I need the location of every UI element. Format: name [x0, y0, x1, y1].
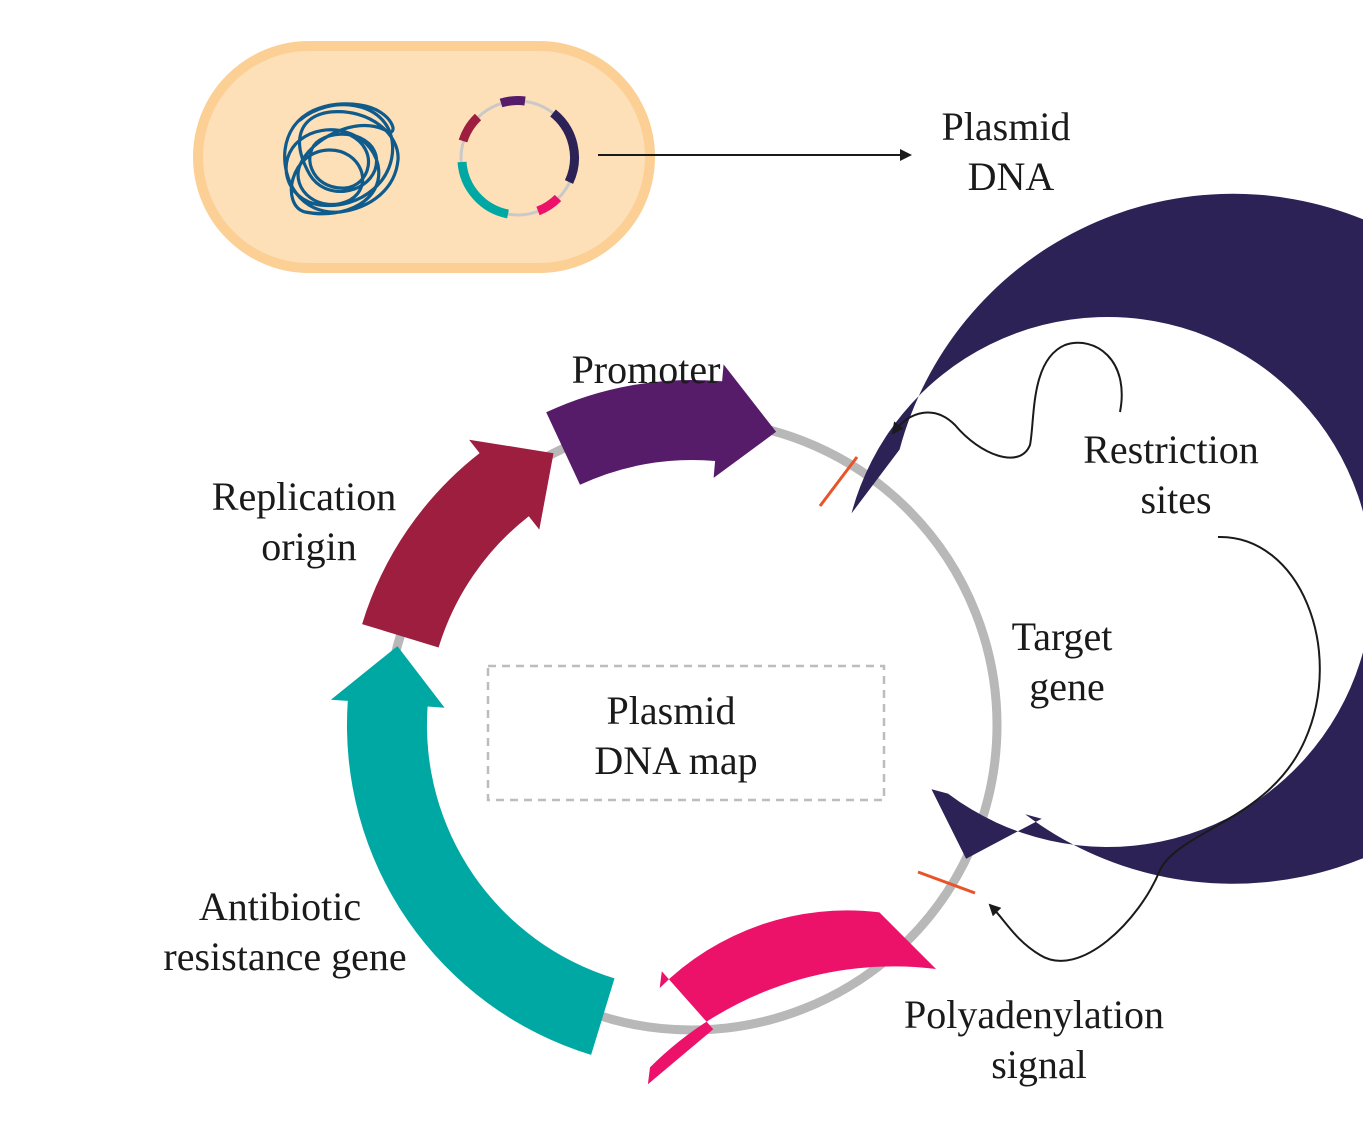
plasmid-dna-label: Plasmid DNA — [942, 104, 1081, 199]
restriction-pointer-upper — [891, 341, 1123, 459]
target-gene-label: Target gene — [1012, 614, 1123, 709]
replication-origin-label: Replication origin — [212, 474, 406, 569]
restriction-site-lower — [917, 870, 976, 895]
mini-plasmid — [457, 96, 579, 219]
restriction-site-upper — [818, 456, 859, 507]
antibiotic-resistance-label: Antibiotic resistance gene — [163, 884, 406, 979]
plasmid-map-label: Plasmid DNA map — [594, 688, 757, 783]
polyadenylation-arrow — [647, 910, 936, 1085]
replication-origin-arrow — [362, 439, 554, 648]
restriction-pointer-lower — [988, 535, 1321, 962]
promoter-label: Promoter — [572, 347, 721, 392]
antibiotic-resistance-arrow — [330, 646, 615, 1055]
chromosome-dna — [283, 102, 400, 216]
plasmid-map-box — [486, 664, 886, 802]
bacterial-cell — [193, 41, 655, 273]
polyadenylation-label: Polyadenylation signal — [904, 992, 1174, 1087]
restriction-sites-label: Restriction sites — [1083, 427, 1269, 522]
promoter-arrow — [546, 364, 777, 485]
cell-body — [193, 41, 655, 273]
target-gene-arrow — [851, 193, 1363, 884]
